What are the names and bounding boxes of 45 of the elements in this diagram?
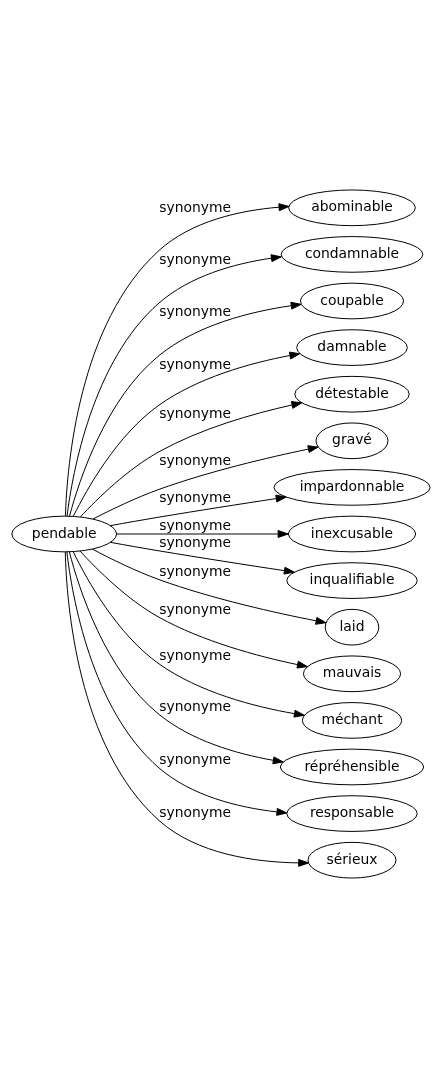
edge-label: synonyme [159, 451, 232, 468]
edge-label: synonyme [159, 533, 232, 550]
node-ellipse: répréhensible [279, 748, 425, 785]
node-ellipse: abominable [288, 188, 416, 226]
arrow [69, 301, 302, 517]
node-ellipse: laid [324, 608, 380, 646]
arrow [72, 551, 305, 718]
edge-label: synonyme [159, 198, 232, 215]
node-ellipse: détestable [294, 375, 410, 413]
arrow [66, 550, 288, 816]
edge-label: synonyme [159, 250, 232, 267]
arrow [79, 550, 308, 669]
edge-label: synonyme [159, 750, 232, 767]
edge-label: synonyme [159, 646, 232, 663]
edge-label: synonyme [159, 600, 232, 617]
edge-label: synonyme [159, 562, 232, 579]
arrow [92, 444, 319, 520]
arrow [110, 494, 287, 526]
node-ellipse: condamnable [280, 235, 424, 273]
node-ellipse: méchant [301, 701, 403, 739]
node-ellipse: sérieux [307, 841, 397, 879]
node-ellipse: responsable [286, 794, 418, 832]
arrow [64, 202, 290, 516]
node-ellipse: gravé [315, 421, 389, 459]
edge-label: synonyme [159, 803, 232, 820]
node-ellipse: coupable [299, 282, 405, 319]
edge-label: synonyme [159, 404, 232, 421]
edge-label: synonyme [159, 302, 232, 319]
node-ellipse: pendable [11, 515, 118, 552]
node-ellipse: inqualifiable [286, 561, 418, 599]
edge-label: synonyme [159, 697, 232, 714]
arrow [72, 351, 301, 517]
arrow [64, 551, 310, 867]
node-ellipse: inexcusable [287, 515, 417, 552]
arrow [91, 548, 327, 625]
arrow [116, 529, 289, 538]
arrow [66, 253, 282, 517]
arrow [68, 550, 284, 764]
edge-label: synonyme [159, 516, 232, 533]
node-ellipse: damnable [296, 328, 408, 366]
arrow [80, 400, 303, 517]
edge-label: synonyme [159, 355, 232, 372]
node-ellipse: mauvais [302, 654, 402, 692]
arrow [110, 541, 295, 575]
edge-label: synonyme [159, 488, 232, 505]
